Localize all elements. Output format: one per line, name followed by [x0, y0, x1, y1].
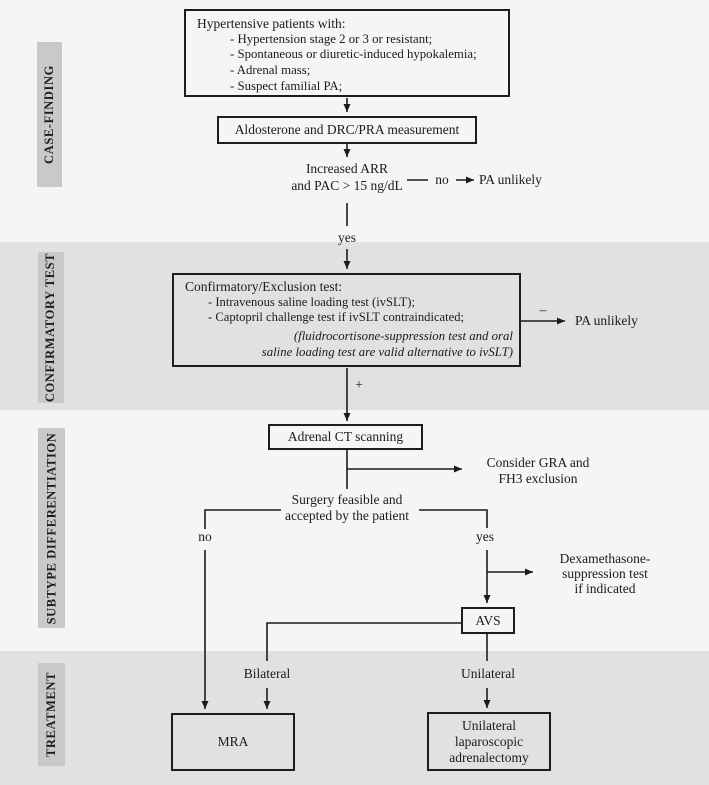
node-aldosterone-measurement: Aldosterone and DRC/PRA measurement	[217, 116, 477, 144]
node-mra: MRA	[171, 713, 295, 771]
node-list-item: - Spontaneous or diuretic-induced hypoka…	[230, 47, 477, 62]
branch-label-yes: yes	[476, 529, 494, 544]
band-case-finding	[0, 0, 709, 242]
branch-label-no: no	[435, 172, 449, 187]
branch-label-no: no	[198, 529, 212, 544]
section-label-subtype-differentiation: SUBTYPE DIFFERENTIATION	[38, 428, 65, 628]
criteria-increased-arr: Increased ARR and PAC > 15 ng/dL	[267, 161, 427, 194]
branch-label-yes: yes	[338, 230, 356, 245]
note-line: Consider GRA and	[486, 455, 590, 470]
node-note-line: saline loading test are valid alternativ…	[261, 344, 513, 359]
decision-line: Surgery feasible and	[291, 492, 403, 507]
node-list-item: - Captopril challenge test if ivSLT cont…	[208, 310, 465, 325]
note-dexamethasone: Dexamethasone- suppression test if indic…	[544, 551, 666, 596]
band-confirmatory-test	[0, 242, 709, 410]
node-title: Hypertensive patients with:	[197, 16, 346, 31]
note-consider-gra: Consider GRA and FH3 exclusion	[477, 455, 599, 487]
note-line: Dexamethasone-	[559, 551, 651, 566]
section-label-text: SUBTYPE DIFFERENTIATION	[44, 432, 59, 624]
node-avs: AVS	[461, 607, 515, 634]
branch-label-plus: +	[355, 377, 363, 392]
node-label: Aldosterone and DRC/PRA measurement	[234, 122, 460, 138]
note-line: FH3 exclusion	[498, 471, 578, 486]
node-unilateral-adrenalectomy: Unilateral laparoscopic adrenalectomy	[427, 712, 551, 771]
node-list-item: - Hypertension stage 2 or 3 or resistant…	[230, 31, 433, 46]
node-hypertensive-patients: Hypertensive patients with: - Hypertensi…	[184, 9, 510, 97]
note-line: if indicated	[574, 581, 636, 596]
node-label: Adrenal CT scanning	[287, 429, 404, 445]
node-adrenal-ct: Adrenal CT scanning	[268, 424, 423, 450]
node-list-item: - Intravenous saline loading test (ivSLT…	[208, 294, 415, 309]
decision-line: accepted by the patient	[284, 508, 410, 523]
branch-label-minus: –	[539, 302, 547, 317]
node-note-line: (fluidrocortisone-suppression test and o…	[293, 329, 513, 344]
section-label-text: CONFIRMATORY TEST	[43, 252, 58, 403]
criteria-line: Increased ARR	[305, 161, 389, 176]
branch-label-unilateral: Unilateral	[461, 666, 515, 681]
node-label-line: Unilateral	[462, 717, 516, 733]
node-confirmatory-test: Confirmatory/Exclusion test: - Intraveno…	[172, 273, 521, 367]
note-line: suppression test	[562, 566, 648, 581]
section-label-case-finding: CASE-FINDING	[37, 42, 62, 187]
decision-surgery-feasible: Surgery feasible and accepted by the pat…	[260, 492, 434, 524]
node-label: MRA	[217, 734, 249, 750]
section-label-treatment: TREATMENT	[38, 663, 65, 766]
outcome-pa-unlikely: PA unlikely	[575, 313, 638, 328]
node-list-item: - Suspect familial PA;	[230, 78, 343, 93]
criteria-line: and PAC > 15 ng/dL	[291, 177, 403, 193]
node-title: Confirmatory/Exclusion test:	[185, 279, 343, 294]
section-label-text: CASE-FINDING	[42, 65, 56, 164]
node-label: AVS	[475, 612, 501, 628]
section-label-confirmatory-test: CONFIRMATORY TEST	[38, 252, 64, 403]
band-subtype-differentiation	[0, 410, 709, 651]
band-treatment	[0, 651, 709, 785]
section-label-text: TREATMENT	[44, 671, 59, 758]
node-label-line: adrenalectomy	[449, 749, 529, 765]
node-list-item: - Adrenal mass;	[230, 63, 311, 78]
node-label-line: laparoscopic	[454, 733, 524, 749]
branch-label-bilateral: Bilateral	[243, 666, 291, 681]
outcome-pa-unlikely: PA unlikely	[479, 172, 542, 187]
